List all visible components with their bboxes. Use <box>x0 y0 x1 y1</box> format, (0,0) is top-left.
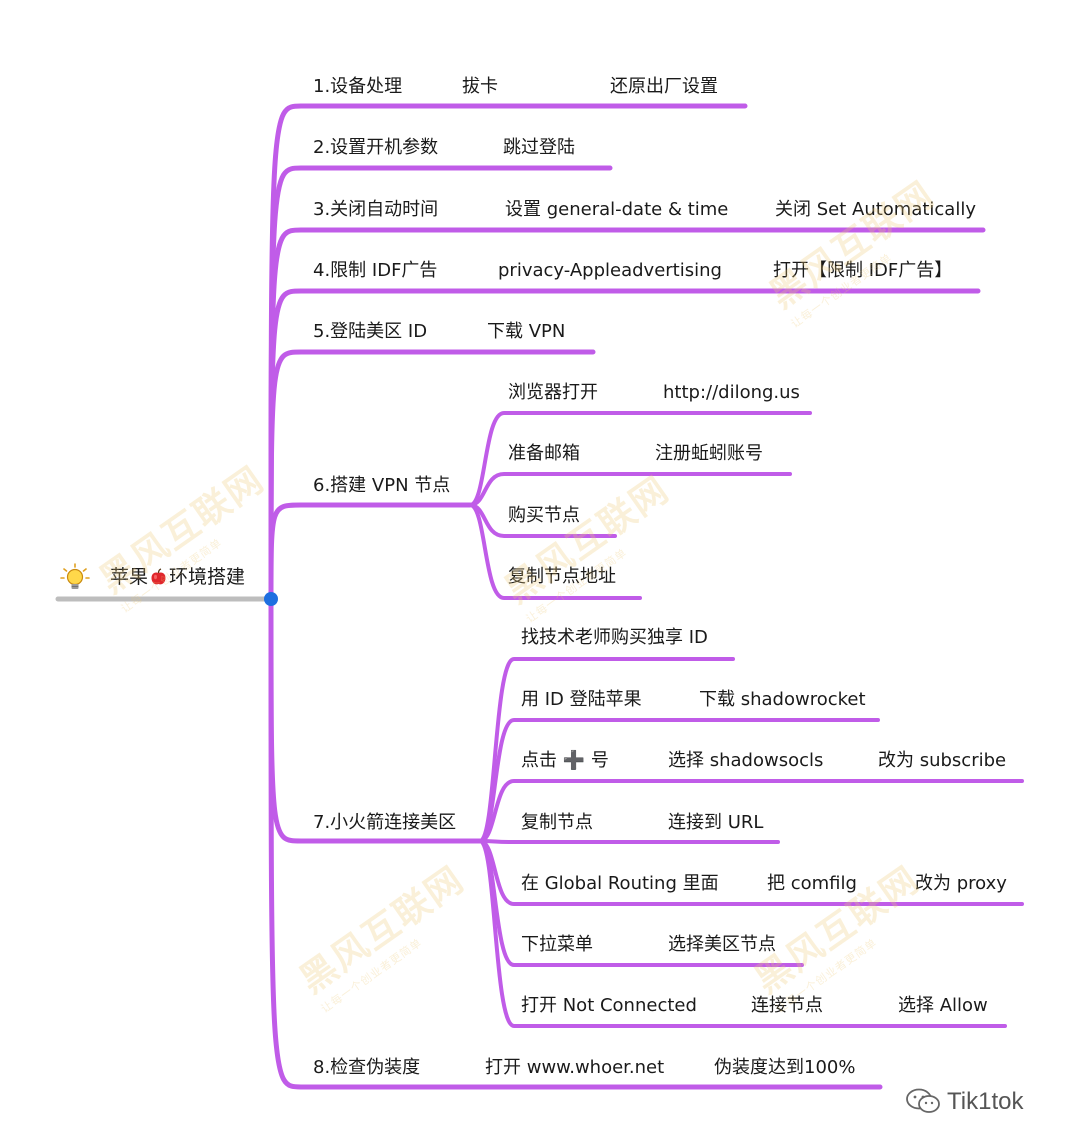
brand-tag: Tik1tok <box>905 1088 1023 1116</box>
branch-3-step-1: 设置 general-date & time <box>505 199 729 220</box>
branch-4-step-1: privacy-Appleadvertising <box>498 260 722 281</box>
branch-7-child-5-step-1: 把 comfilg <box>767 873 857 894</box>
branch-6-label: 6.搭建 VPN 节点 <box>313 475 451 496</box>
branch-5-step-1: 下载 VPN <box>487 321 566 342</box>
branch-8-step-1: 打开 www.whoer.net <box>485 1057 665 1078</box>
branch-7-child-6-step: 选择美区节点 <box>668 934 776 955</box>
branch-6-child-3: 购买节点 <box>508 505 580 526</box>
branch-7-child-4: 复制节点 <box>521 812 593 833</box>
branch-2-label: 2.设置开机参数 <box>313 137 439 158</box>
branch-7-child-7-step-1: 连接节点 <box>751 995 823 1016</box>
branch-4-label: 4.限制 IDF广告 <box>313 260 438 281</box>
branch-8-label: 8.检查伪装度 <box>313 1057 421 1078</box>
branch-8-step-2: 伪装度达到100% <box>714 1057 856 1078</box>
branch-6-child-1-connector <box>468 411 812 507</box>
branch-6-child-4: 复制节点地址 <box>508 566 616 587</box>
branch-7-connector <box>268 596 483 844</box>
branch-7-child-3: 点击 ➕ 号 <box>521 750 609 771</box>
root-title-prefix: 苹果 <box>110 566 149 588</box>
branch-3-step-2: 关闭 Set Automatically <box>775 199 976 220</box>
root-title-suffix: 环境搭建 <box>169 566 246 588</box>
branch-1-step-2: 还原出厂设置 <box>610 76 718 97</box>
branch-2-step-1: 跳过登陆 <box>503 137 575 158</box>
branch-7-child-2-step: 下载 shadowrocket <box>699 689 866 710</box>
branch-8-connector <box>268 596 883 1090</box>
branch-1-label: 1.设备处理 <box>313 76 403 97</box>
root-node-dot <box>264 592 278 606</box>
branch-7-child-6: 下拉菜单 <box>521 934 593 955</box>
branch-7-child-7: 打开 Not Connected <box>521 995 697 1016</box>
branch-7-child-3-step-2: 改为 subscribe <box>878 750 1007 771</box>
apple-icon <box>150 568 167 586</box>
branch-7-child-1: 找技术老师购买独享 ID <box>521 627 708 648</box>
branch-7-child-3-connector <box>478 779 1024 843</box>
branch-6-connector <box>268 502 473 602</box>
branch-7-child-3-step-1: 选择 shadowsocls <box>668 750 824 771</box>
branch-7-child-4-step: 连接到 URL <box>668 812 764 833</box>
branch-7-child-2: 用 ID 登陆苹果 <box>521 689 642 710</box>
branch-7-child-4-connector <box>478 839 780 844</box>
branch-1-step-1: 拔卡 <box>462 76 498 97</box>
branch-7-child-7-connector <box>478 839 1007 1028</box>
branch-3-label: 3.关闭自动时间 <box>313 199 439 220</box>
wechat-icon <box>905 1088 941 1114</box>
branch-5-label: 5.登陆美区 ID <box>313 321 428 342</box>
branch-5-connector <box>268 349 596 602</box>
branch-6-child-4-connector <box>468 503 642 600</box>
branch-7-label: 7.小火箭连接美区 <box>313 812 457 833</box>
branch-4-step-2: 打开【限制 IDF广告】 <box>773 260 953 281</box>
branch-7-child-5: 在 Global Routing 里面 <box>521 873 719 894</box>
branch-6-child-1-step: http://dilong.us <box>663 382 800 403</box>
branch-6-child-2-connector <box>468 472 792 507</box>
branch-6-child-2: 准备邮箱 <box>508 443 580 464</box>
root-title: 苹果环境搭建 <box>110 566 245 588</box>
lightbulb-icon <box>60 563 90 593</box>
branch-6-child-1: 浏览器打开 <box>508 382 598 403</box>
brand-name: Tik1tok <box>947 1088 1024 1115</box>
branch-7-child-7-step-2: 选择 Allow <box>898 995 988 1016</box>
branch-7-child-5-step-2: 改为 proxy <box>915 873 1007 894</box>
branch-6-child-2-step: 注册蚯蚓账号 <box>655 443 763 464</box>
